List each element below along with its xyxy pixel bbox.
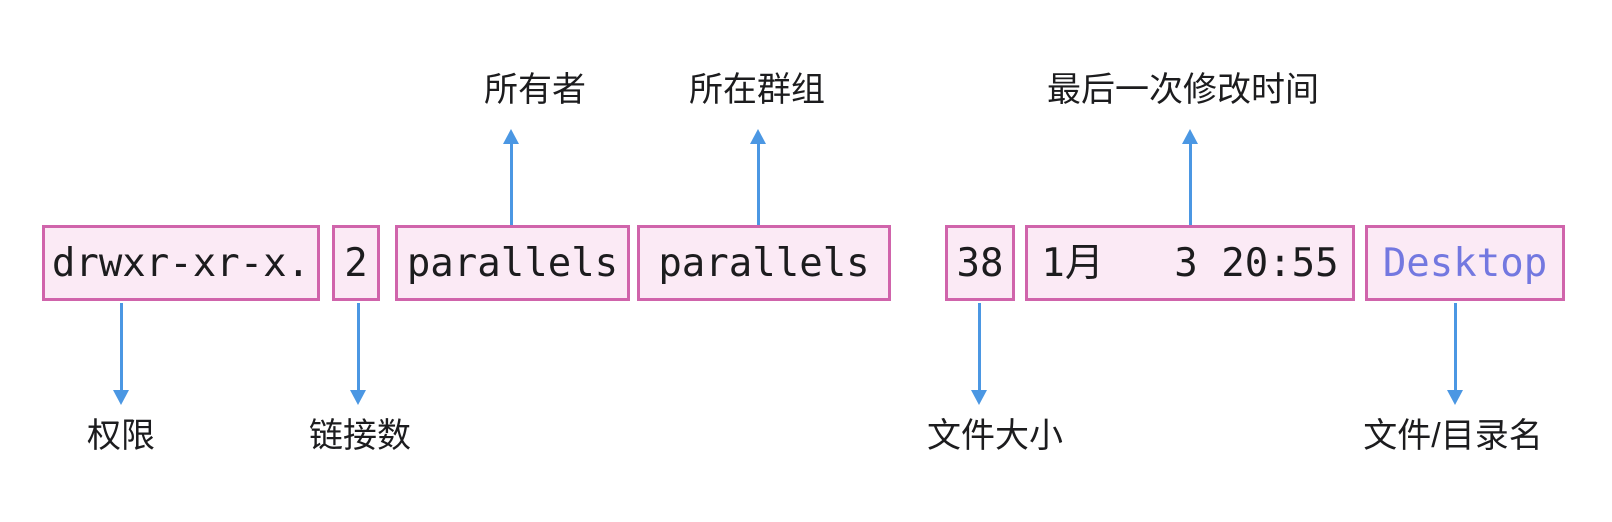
arrow-up-owner	[503, 129, 519, 225]
label-file-size: 文件大小	[927, 417, 1063, 455]
arrowhead-up-icon	[1182, 129, 1198, 144]
field-box-group: parallels	[637, 225, 891, 301]
arrow-shaft	[1453, 303, 1457, 390]
arrow-down-filename	[1447, 303, 1463, 405]
label-owner: 所有者	[484, 71, 586, 109]
arrowhead-down-icon	[971, 390, 987, 405]
field-box-filename: Desktop	[1365, 225, 1565, 301]
arrow-shaft	[977, 303, 981, 390]
arrow-up-modified-time	[1182, 129, 1198, 225]
arrowhead-down-icon	[1447, 390, 1463, 405]
label-group: 所在群组	[689, 71, 825, 109]
arrow-shaft	[756, 144, 760, 225]
label-modified-time: 最后一次修改时间	[1047, 71, 1319, 109]
field-box-permissions: drwxr-xr-x.	[42, 225, 320, 301]
label-permissions: 权限	[87, 417, 155, 455]
field-box-file-size: 38	[945, 225, 1015, 301]
arrow-shaft	[356, 303, 360, 390]
arrowhead-up-icon	[503, 129, 519, 144]
field-box-mtime: 1月 3 20:55	[1025, 225, 1355, 301]
arrow-shaft	[1188, 144, 1192, 225]
arrow-shaft	[509, 144, 513, 225]
arrow-down-permissions	[113, 303, 129, 405]
arrow-shaft	[119, 303, 123, 390]
arrowhead-down-icon	[350, 390, 366, 405]
label-filename: 文件/目录名	[1363, 417, 1543, 455]
arrowhead-up-icon	[750, 129, 766, 144]
arrow-down-link-count	[350, 303, 366, 405]
arrow-down-file-size	[971, 303, 987, 405]
field-box-link-count: 2	[332, 225, 380, 301]
arrowhead-down-icon	[113, 390, 129, 405]
arrow-up-group	[750, 129, 766, 225]
field-box-owner: parallels	[395, 225, 630, 301]
label-link-count: 链接数	[309, 417, 411, 455]
